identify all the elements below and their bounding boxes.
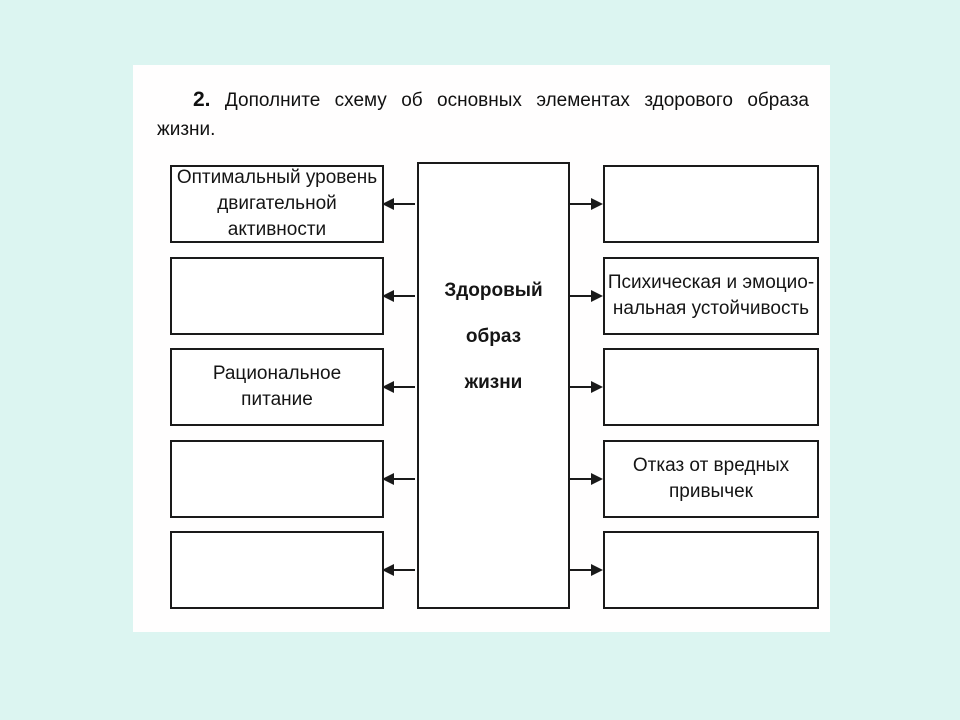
left-box-3: Рациональное питание [170,348,384,426]
left-box-3-label: Рациональное питание [212,363,342,410]
arrowhead-right-icon [591,198,603,210]
right-box-2-label: Психическая и эмоцио- нальная устойчивос… [607,272,815,319]
exercise-number: 2. [193,88,211,111]
left-box-5-empty [170,531,384,609]
arrow-shaft [570,569,594,571]
exercise-title-text: Дополните схему об основных элементах зд… [224,90,809,111]
right-box-3-empty [603,348,819,426]
right-box-2: Психическая и эмоцио- нальная устойчивос… [603,257,819,335]
connector-arrow-right-4 [570,472,603,486]
arrowhead-left-icon [382,473,394,485]
arrowhead-right-icon [591,564,603,576]
arrow-shaft [391,203,415,205]
right-box-1-empty [603,165,819,243]
arrow-shaft [391,569,415,571]
connector-arrow-right-5 [570,563,603,577]
arrow-shaft [570,295,594,297]
center-box: Здоровый образ жизни [417,162,570,609]
arrow-shaft [570,386,594,388]
connector-arrow-left-4 [382,472,415,486]
center-box-label: Здоровый образ жизни [444,280,543,393]
arrow-shaft [570,203,594,205]
arrowhead-right-icon [591,381,603,393]
left-box-1: Оптимальный уровень двигательной активно… [170,165,384,243]
left-box-2-empty [170,257,384,335]
arrow-shaft [391,386,415,388]
arrowhead-right-icon [591,473,603,485]
connector-arrow-left-3 [382,380,415,394]
exercise-title-line2: жизни. [157,119,216,140]
connector-arrow-right-3 [570,380,603,394]
arrow-shaft [570,478,594,480]
worksheet-page: 2. Дополните схему об основных элементах… [133,65,830,632]
exercise-title-line1: 2. Дополните схему об основных элементах… [157,87,809,114]
right-box-4-label: Отказ от вредных привычек [632,455,790,502]
connector-arrow-left-1 [382,197,415,211]
right-box-4: Отказ от вредных привычек [603,440,819,518]
arrowhead-left-icon [382,290,394,302]
arrowhead-left-icon [382,198,394,210]
arrowhead-left-icon [382,564,394,576]
exercise-title: 2. Дополните схему об основных элементах… [157,87,809,143]
left-box-1-label: Оптимальный уровень двигательной активно… [176,167,378,240]
arrowhead-left-icon [382,381,394,393]
connector-arrow-left-2 [382,289,415,303]
arrow-shaft [391,295,415,297]
arrowhead-right-icon [591,290,603,302]
arrow-shaft [391,478,415,480]
connector-arrow-left-5 [382,563,415,577]
left-box-4-empty [170,440,384,518]
right-box-5-empty [603,531,819,609]
connector-arrow-right-2 [570,289,603,303]
connector-arrow-right-1 [570,197,603,211]
